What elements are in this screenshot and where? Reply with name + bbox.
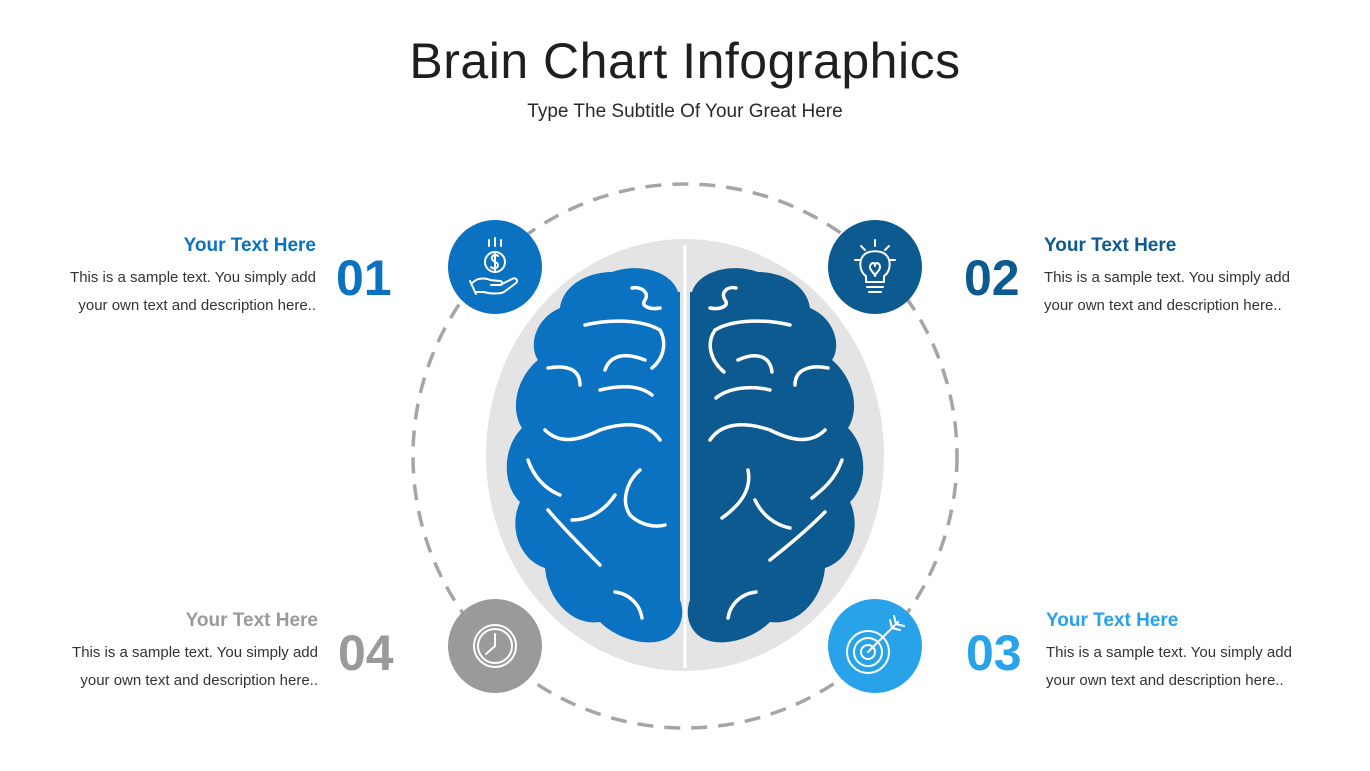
dashed-ring [411,182,959,730]
target-icon [846,615,905,674]
brain-left-hemisphere [506,268,683,643]
clock-icon [473,624,517,668]
item-01-line2: your own text and description here.. [78,297,316,314]
icon-circle-04 [448,599,542,693]
icon-circle-01 [448,220,542,314]
page-title: Brain Chart Infographics [409,33,961,89]
icon-circle-02 [828,220,922,314]
item-04-line1: This is a sample text. You simply add [72,644,318,661]
item-02-line1: This is a sample text. You simply add [1044,269,1290,286]
item-01-heading: Your Text Here [183,235,316,256]
item-02-number: 02 [964,250,1020,306]
item-04-block: Your Text Here This is a sample text. Yo… [28,609,318,695]
icon-circle-03 [828,599,922,693]
item-03-text: This is a sample text. You simply add yo… [1046,639,1336,695]
lightbulb-icon [854,239,896,293]
brain-right-hemisphere [687,268,864,643]
item-04-number: 04 [338,625,394,681]
item-04-text: This is a sample text. You simply add yo… [28,639,318,695]
item-04-line2: your own text and description here.. [80,672,318,689]
item-02-line2: your own text and description here.. [1044,297,1282,314]
item-03-block: Your Text Here This is a sample text. Yo… [1046,609,1336,695]
item-03-line1: This is a sample text. You simply add [1046,644,1292,661]
hand-money-icon [469,237,519,295]
item-01-line1: This is a sample text. You simply add [70,269,316,286]
item-02-heading: Your Text Here [1044,235,1177,256]
item-04-heading: Your Text Here [185,610,318,631]
item-03-line2: your own text and description here.. [1046,672,1284,689]
item-02-text: This is a sample text. You simply add yo… [1044,264,1334,320]
page-subtitle: Type The Subtitle Of Your Great Here [527,101,843,122]
item-02-block: Your Text Here This is a sample text. Yo… [1044,234,1334,320]
item-03-heading: Your Text Here [1046,610,1179,631]
item-03-number: 03 [966,625,1022,681]
item-01-block: Your Text Here This is a sample text. Yo… [26,234,316,320]
item-01-text: This is a sample text. You simply add yo… [26,264,316,320]
item-01-number: 01 [336,250,392,306]
